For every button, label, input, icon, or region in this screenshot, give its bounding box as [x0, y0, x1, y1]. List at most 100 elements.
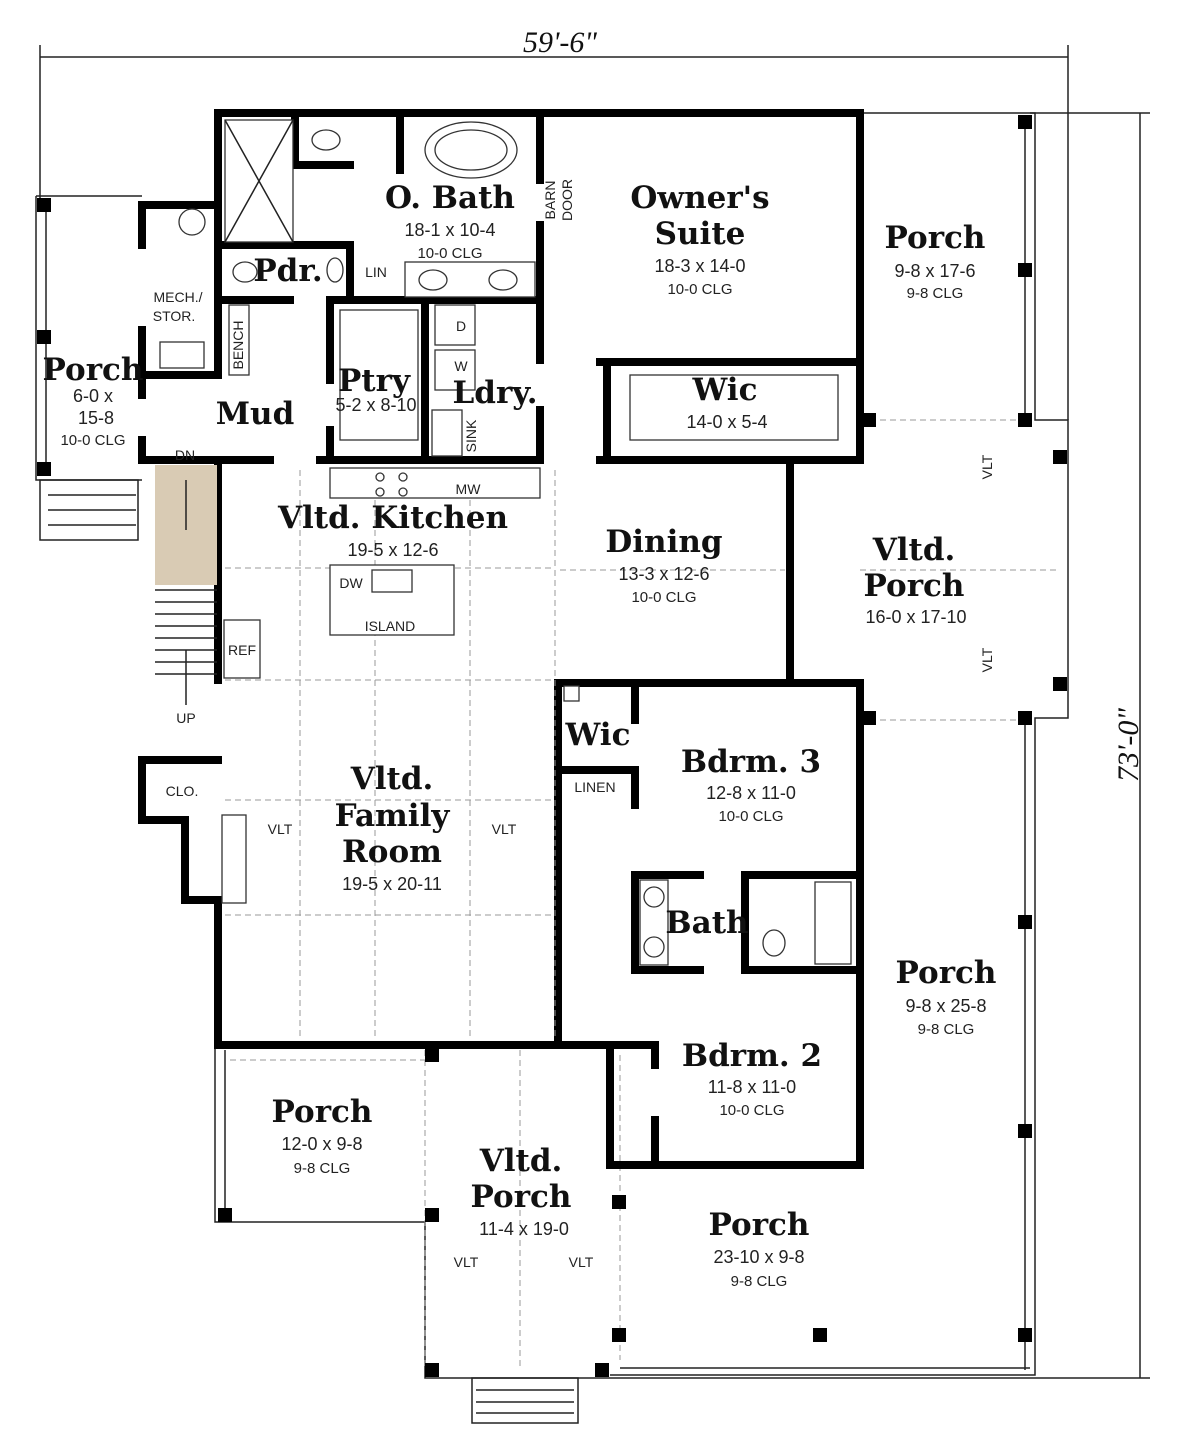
room-mud: Mud [216, 396, 295, 432]
room-bath: Bath [665, 905, 748, 941]
room-size: 16-0 x 17-10 [865, 607, 966, 627]
room-porch-southwest: Porch 12-0 x 9-8 9-8 CLG [272, 1094, 373, 1177]
width-label: 59'-6" [523, 26, 597, 59]
room-name: Vltd. [350, 761, 434, 797]
room-porch-south: Porch 23-10 x 9-8 9-8 CLG [709, 1207, 810, 1290]
room-name: Porch [43, 352, 144, 388]
room-ceiling: 10-0 CLG [417, 245, 482, 262]
room-size: 6-0 x [73, 386, 113, 406]
barn-label: BARN [542, 181, 558, 220]
washer-label: W [454, 358, 468, 374]
room-name: Owner's [630, 180, 769, 216]
room-name: Porch [896, 955, 997, 991]
room-size: 9-8 x 25-8 [905, 996, 986, 1016]
room-size: 23-10 x 9-8 [713, 1247, 804, 1267]
sink-label: SINK [463, 419, 479, 452]
dw-label: DW [339, 575, 363, 591]
linen-label: LINEN [574, 779, 615, 795]
porches [35, 112, 1069, 1424]
room-kitchen: Vltd. Kitchen 19-5 x 12-6 [277, 500, 508, 560]
room-name: Porch [272, 1094, 373, 1130]
dryer [434, 304, 476, 346]
room-porch-west: Porch 6-0 x 15-8 10-0 CLG [43, 352, 144, 449]
room-name: Dining [605, 524, 722, 560]
room-name: Porch [471, 1179, 572, 1215]
vlt-label: VLT [979, 454, 995, 479]
room-pdr: Pdr. [253, 253, 322, 289]
closet-label: CLO. [166, 783, 199, 799]
room-size: 19-5 x 20-11 [342, 874, 442, 894]
room-name: Wic [692, 372, 758, 408]
depth-label: 73'-0" [1112, 708, 1145, 782]
room-size: 19-5 x 12-6 [347, 540, 438, 560]
room-name: Porch [864, 568, 965, 604]
vlt-label: VLT [979, 647, 995, 672]
stor-label: STOR. [153, 308, 196, 324]
room-vltd-porch-south: Vltd. Porch 11-4 x 19-0 VLT VLT [454, 1143, 594, 1270]
bench-label: BENCH [230, 320, 246, 369]
water-heater [178, 208, 206, 236]
vlt-label: VLT [492, 821, 517, 837]
room-owners-suite: Owner's Suite 18-3 x 14-0 10-0 CLG [630, 180, 769, 298]
mech-label: MECH./ [154, 289, 203, 305]
room-ceiling: 10-0 CLG [718, 808, 783, 825]
room-ceiling: 10-0 CLG [719, 1102, 784, 1119]
room-name: Porch [709, 1207, 810, 1243]
room-size: 14-0 x 5-4 [686, 412, 767, 432]
room-ceiling: 9-8 CLG [731, 1273, 788, 1290]
room-name: Vltd. [479, 1143, 563, 1179]
room-name: Suite [655, 216, 746, 252]
room-size: 18-3 x 14-0 [654, 256, 745, 276]
toilet [232, 261, 258, 283]
mw-label: MW [456, 481, 482, 497]
room-name: Room [342, 834, 442, 870]
refrigerator [223, 619, 261, 679]
walls [138, 109, 864, 1169]
room-size: 12-0 x 9-8 [281, 1134, 362, 1154]
room-ceiling: 10-0 CLG [60, 432, 125, 449]
depth-dimension: 73'-0" [610, 112, 1150, 1379]
dryer-label: D [456, 318, 466, 334]
laundry-sink [431, 409, 463, 457]
room-size: 12-8 x 11-0 [706, 783, 796, 803]
room-size: 11-8 x 11-0 [708, 1077, 796, 1097]
room-bdrm-3: Bdrm. 3 12-8 x 11-0 10-0 CLG [681, 744, 821, 825]
counter [329, 467, 541, 499]
fireplace [221, 814, 247, 904]
room-name: Bdrm. 3 [681, 744, 821, 780]
width-dimension: 59'-6" [39, 26, 1069, 420]
room-ceiling: 9-8 CLG [918, 1021, 975, 1038]
room-size: 9-8 x 17-6 [894, 261, 975, 281]
stairs-up-label: UP [176, 710, 195, 726]
room-name: Family [335, 798, 451, 834]
room-ceiling: 9-8 CLG [907, 285, 964, 302]
fixtures [155, 119, 852, 966]
room-bdrm-2: Bdrm. 2 11-8 x 11-0 10-0 CLG [682, 1038, 822, 1119]
room-size: 15-8 [78, 408, 114, 428]
room-name: O. Bath [385, 180, 515, 216]
room-vltd-porch-east: Vltd. Porch 16-0 x 17-10 VLT VLT [864, 454, 995, 672]
room-ceiling: 10-0 CLG [631, 589, 696, 606]
toilet [311, 129, 341, 151]
stairs-down-label: DN [175, 447, 195, 463]
room-ldry: Ldry. [452, 375, 537, 411]
room-family: Vltd. Family Room 19-5 x 20-11 VLT VLT [268, 761, 517, 894]
washer [434, 349, 476, 391]
room-name: Bdrm. 2 [682, 1038, 822, 1074]
room-porch-east: Porch 9-8 x 25-8 9-8 CLG [896, 955, 997, 1038]
bathtub [814, 881, 852, 965]
vlt-label: VLT [268, 821, 293, 837]
room-dining: Dining 13-3 x 12-6 10-0 CLG [605, 524, 722, 606]
room-ptry: Ptry [338, 363, 411, 399]
room-name: Vltd. Kitchen [277, 500, 508, 536]
lin-label: LIN [365, 264, 387, 280]
room-size: 13-3 x 12-6 [618, 564, 709, 584]
room-wic-owner: Wic 14-0 x 5-4 [686, 372, 767, 432]
door-label: DOOR [559, 179, 575, 221]
bench [228, 304, 250, 376]
room-o-bath: O. Bath 18-1 x 10-4 10-0 CLG [385, 180, 515, 262]
room-size: 18-1 x 10-4 [404, 220, 495, 240]
island-label: ISLAND [365, 618, 416, 634]
room-wic: Wic [565, 717, 631, 753]
